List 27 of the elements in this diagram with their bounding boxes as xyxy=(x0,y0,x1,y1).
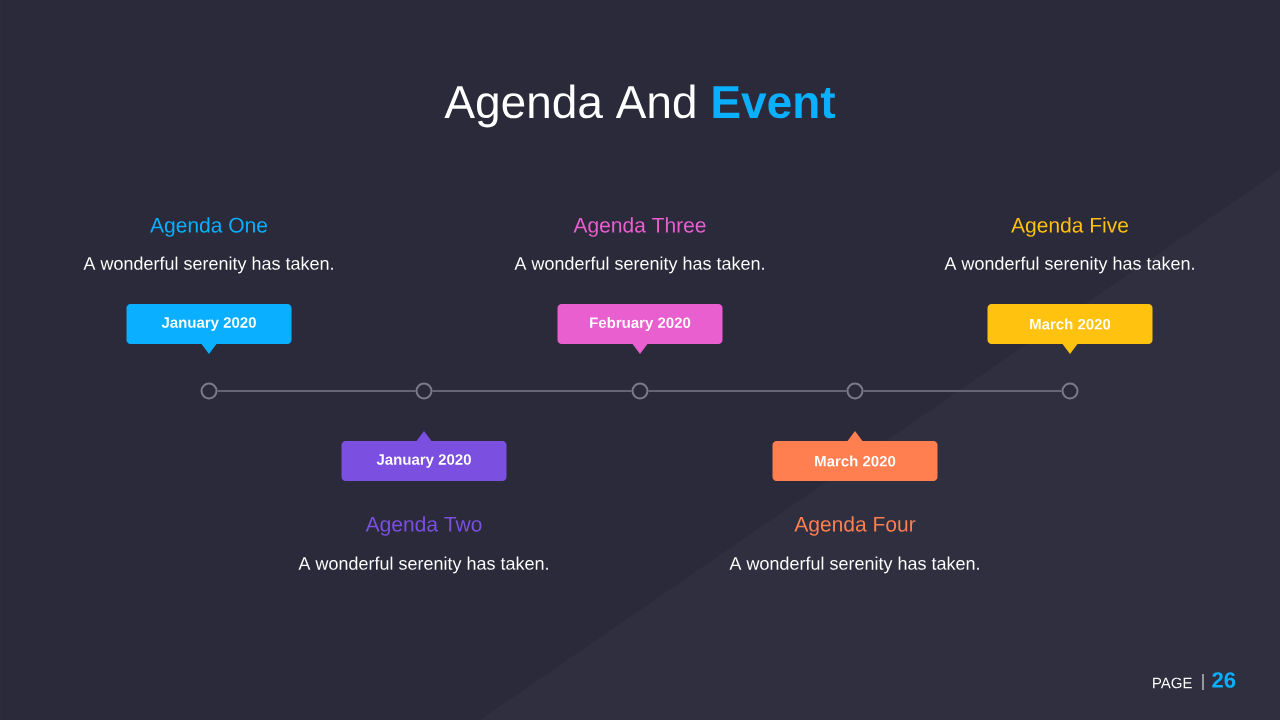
timeline-line xyxy=(216,390,417,392)
date-callout: January 2020 xyxy=(126,304,292,354)
date-callout: March 2020 xyxy=(987,304,1153,354)
timeline-line xyxy=(647,390,848,392)
agenda-heading: Agenda Three xyxy=(573,217,706,237)
date-callout: January 2020 xyxy=(341,431,507,481)
timeline-dot xyxy=(631,382,649,400)
description: A wonderful serenity has taken. xyxy=(514,256,764,274)
timeline-line xyxy=(431,390,633,392)
date-callout: March 2020 xyxy=(772,431,938,481)
description: A wonderful serenity has taken. xyxy=(944,256,1194,274)
description: A wonderful serenity has taken. xyxy=(83,256,333,274)
description: A wonderful serenity has taken. xyxy=(729,556,979,574)
title: Agenda And Event xyxy=(444,84,836,128)
timeline-dot xyxy=(846,382,864,400)
description: A wonderful serenity has taken. xyxy=(298,556,548,574)
timeline-dot xyxy=(200,382,218,400)
agenda-heading: Agenda Five xyxy=(1011,217,1128,237)
page-number: 26 xyxy=(1212,672,1236,688)
agenda-heading: Agenda One xyxy=(150,217,267,237)
date-callout: February 2020 xyxy=(557,304,723,354)
timeline-dot xyxy=(415,382,433,400)
page-label: PAGE xyxy=(1153,677,1192,689)
agenda-heading: Agenda Two xyxy=(365,516,482,536)
agenda-heading: Agenda Four xyxy=(794,516,916,536)
timeline-dot xyxy=(1061,382,1079,400)
timeline-line xyxy=(862,390,1063,392)
